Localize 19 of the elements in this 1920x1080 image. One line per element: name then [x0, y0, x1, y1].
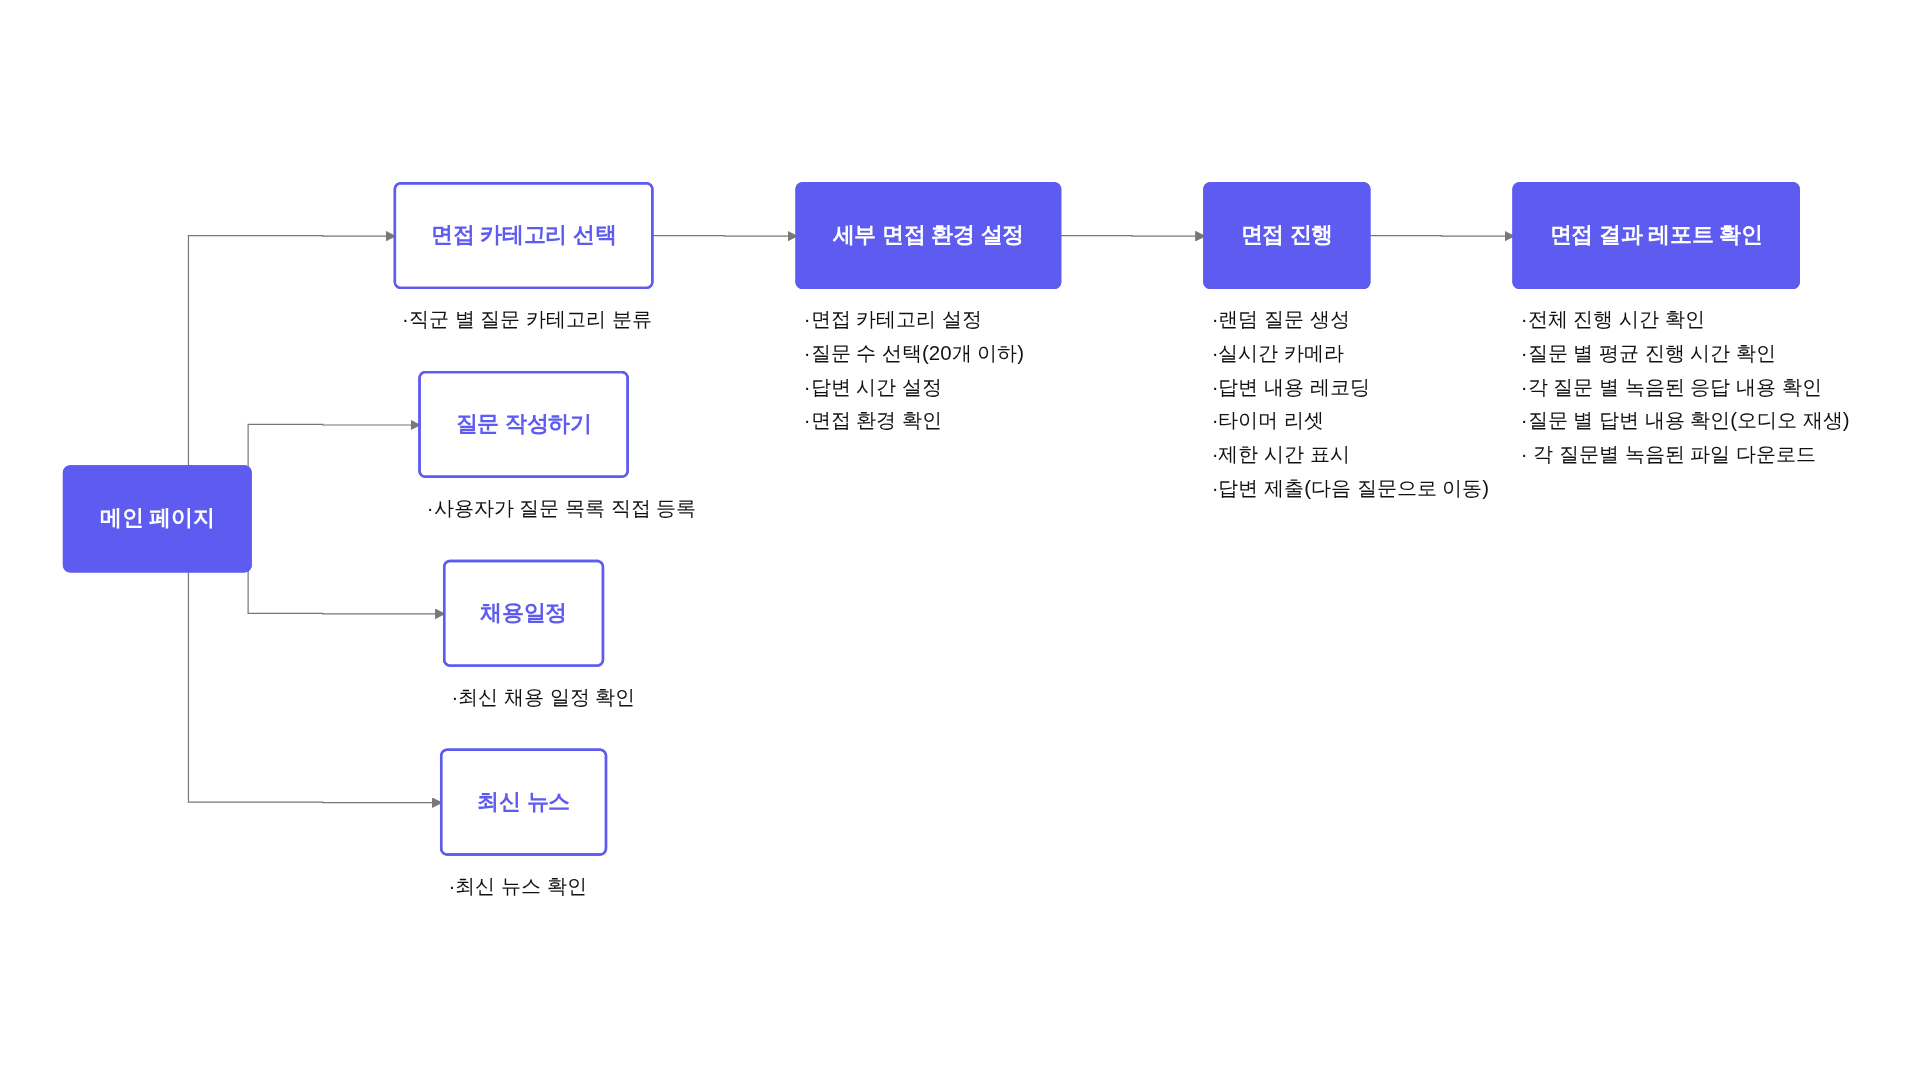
bullet-text: ·타이머 리셋 — [1211, 407, 1325, 431]
bullet-text: ·사용자가 질문 목록 직접 등록 — [426, 495, 697, 519]
bullet-text: ·면접 환경 확인 — [803, 407, 943, 431]
bullet-text: ·최신 채용 일정 확인 — [451, 684, 636, 708]
bullet-text: ·제한 시간 표시 — [1211, 441, 1350, 465]
bullet-text: ·질문 별 답변 내용 확인(오디오 재생) — [1520, 407, 1850, 431]
bullet-text: ·답변 제출(다음 질문으로 이동) — [1211, 475, 1490, 499]
bullet-text: ·실시간 카메라 — [1211, 340, 1345, 364]
bullet-text: · 각 질문별 녹음된 파일 다운로드 — [1520, 441, 1816, 465]
bullet-text: ·랜덤 질문 생성 — [1211, 306, 1350, 330]
bullet-text: ·질문 별 평균 진행 시간 확인 — [1520, 340, 1776, 364]
bullet-text: ·각 질문 별 녹음된 응답 내용 확인 — [1520, 374, 1822, 398]
bullet-text: ·답변 내용 레코딩 — [1211, 374, 1370, 398]
bullet-text: ·최신 뉴스 확인 — [448, 873, 587, 897]
bullet-text: ·직군 별 질문 카테고리 분류 — [402, 306, 652, 330]
bullet-text: ·전체 진행 시간 확인 — [1520, 306, 1705, 330]
bullet-text: ·답변 시간 설정 — [803, 374, 943, 398]
bullet-text: ·질문 수 선택(20개 이하) — [803, 340, 1025, 364]
bullet-text: ·면접 카테고리 설정 — [803, 306, 983, 330]
